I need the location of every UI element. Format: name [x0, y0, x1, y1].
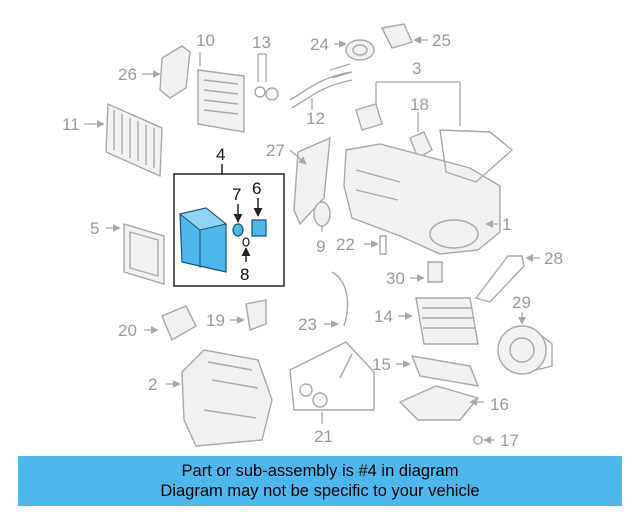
- part-19-clip: 19: [206, 299, 267, 331]
- part-28-bracket: 28: [474, 249, 563, 303]
- callout-27: 27: [266, 141, 285, 160]
- callout-20: 20: [118, 321, 137, 340]
- callout-9: 9: [316, 237, 325, 256]
- part-18-actuator: 18: [409, 95, 433, 160]
- callout-16: 16: [490, 395, 509, 414]
- part-16-tray: 16: [398, 385, 509, 421]
- part-3-actuators: 3: [355, 59, 461, 131]
- callout-3: 3: [412, 59, 421, 78]
- callout-24: 24: [310, 35, 329, 54]
- part-1-hvac-housing: 1: [343, 129, 514, 255]
- callout-25: 25: [432, 31, 451, 50]
- callout-17: 17: [500, 431, 519, 450]
- parts-diagram: 26 10 13 24 25 12 3: [62, 23, 563, 450]
- callout-6: 6: [252, 179, 261, 198]
- callout-26: 26: [118, 65, 137, 84]
- callout-4: 4: [216, 145, 225, 164]
- part-25-grommet: 25: [380, 23, 451, 50]
- callout-2: 2: [148, 375, 157, 394]
- banner-line-2: Diagram may not be specific to your vehi…: [160, 482, 480, 500]
- part-12-hose: 12: [289, 63, 353, 128]
- callout-30: 30: [386, 269, 405, 288]
- callout-5: 5: [90, 219, 99, 238]
- part-27-bracket: 27: [266, 136, 331, 226]
- part-4-evaporator-group: 4 7 6 8: [173, 145, 285, 287]
- callout-7: 7: [232, 185, 241, 204]
- callout-28: 28: [544, 249, 563, 268]
- part-20-actuator: 20: [118, 305, 197, 342]
- part-26-bracket: 26: [118, 45, 191, 99]
- callout-21: 21: [314, 427, 333, 446]
- part-29-blower: 29: [497, 293, 553, 375]
- callout-22: 22: [336, 235, 355, 254]
- callout-23: 23: [298, 315, 317, 334]
- part-30-sensor: 30: [386, 261, 443, 288]
- callout-8: 8: [240, 265, 249, 284]
- part-15-panel: 15: [372, 355, 480, 387]
- part-14-filter: 14: [374, 297, 479, 345]
- part-24-grommet: 24: [310, 35, 375, 61]
- callout-18: 18: [410, 95, 429, 114]
- banner-line-1: Part or sub-assembly is #4 in diagram: [181, 462, 459, 480]
- part-10-cabin-filter: 10: [196, 31, 245, 133]
- part-7-oring: [232, 223, 244, 237]
- part-5-filter: 5: [90, 219, 165, 285]
- callout-12: 12: [306, 109, 325, 128]
- callout-29: 29: [512, 293, 531, 312]
- part-22-bolt: 22: [336, 235, 387, 255]
- part-8-oring: [242, 237, 250, 247]
- callout-11: 11: [62, 115, 80, 134]
- part-11-heater-core: 11: [62, 102, 163, 178]
- callout-15: 15: [372, 355, 391, 374]
- info-banner: Part or sub-assembly is #4 in diagram Di…: [18, 456, 622, 506]
- part-23-tube: 23: [298, 271, 349, 334]
- part-2-housing: 2: [148, 349, 273, 447]
- callout-19: 19: [206, 311, 225, 330]
- callout-1: 1: [502, 215, 511, 234]
- part-13-clip: 13: [252, 33, 279, 101]
- callout-10: 10: [196, 31, 215, 50]
- part-9-seal: 9: [313, 201, 331, 256]
- callout-13: 13: [252, 33, 271, 52]
- callout-14: 14: [374, 307, 393, 326]
- part-6-valve: [251, 219, 267, 237]
- part-17-screw: 17: [473, 431, 519, 450]
- part-21-kit: 21: [289, 341, 375, 446]
